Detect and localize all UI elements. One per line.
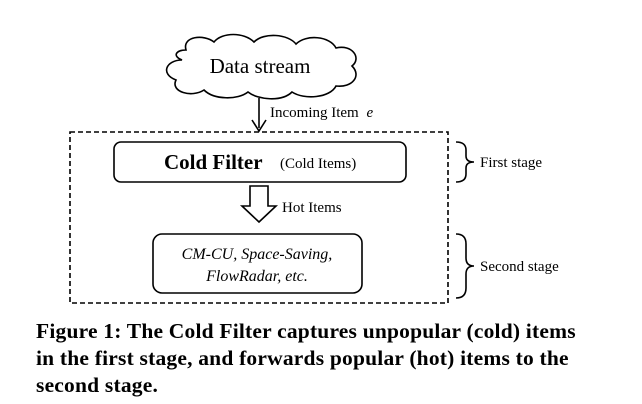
figure-caption: Figure 1: The Cold Filter captures unpop… <box>36 318 632 399</box>
hot-items-arrow <box>239 185 279 224</box>
cold-filter-label: Cold Filter <box>164 150 263 174</box>
second-stage-brace <box>455 233 475 299</box>
second-stage-box <box>152 233 363 294</box>
data-stream-cloud <box>165 33 357 100</box>
second-stage-label: Second stage <box>480 259 559 275</box>
filter-framework-box <box>69 131 449 304</box>
caption-line-1: Figure 1: The Cold Filter captures unpop… <box>36 319 576 343</box>
incoming-arrow-head <box>251 119 267 133</box>
hot-items-label: Hot Items <box>282 200 342 216</box>
cold-items-label: (Cold Items) <box>280 156 356 172</box>
data-stream-label: Data stream <box>210 54 311 78</box>
cold-filter-box <box>113 141 407 183</box>
caption-line-2: in the first stage, and forwards popular… <box>36 346 569 370</box>
caption-line-3: second stage. <box>36 373 159 397</box>
first-stage-label: First stage <box>480 155 542 171</box>
second-stage-algorithms-line1: CM-CU, Space-Saving, <box>182 246 333 263</box>
incoming-item-label: Incoming Item e <box>270 105 373 121</box>
first-stage-brace <box>455 141 475 183</box>
second-stage-algorithms-line2: FlowRadar, etc. <box>205 268 308 285</box>
